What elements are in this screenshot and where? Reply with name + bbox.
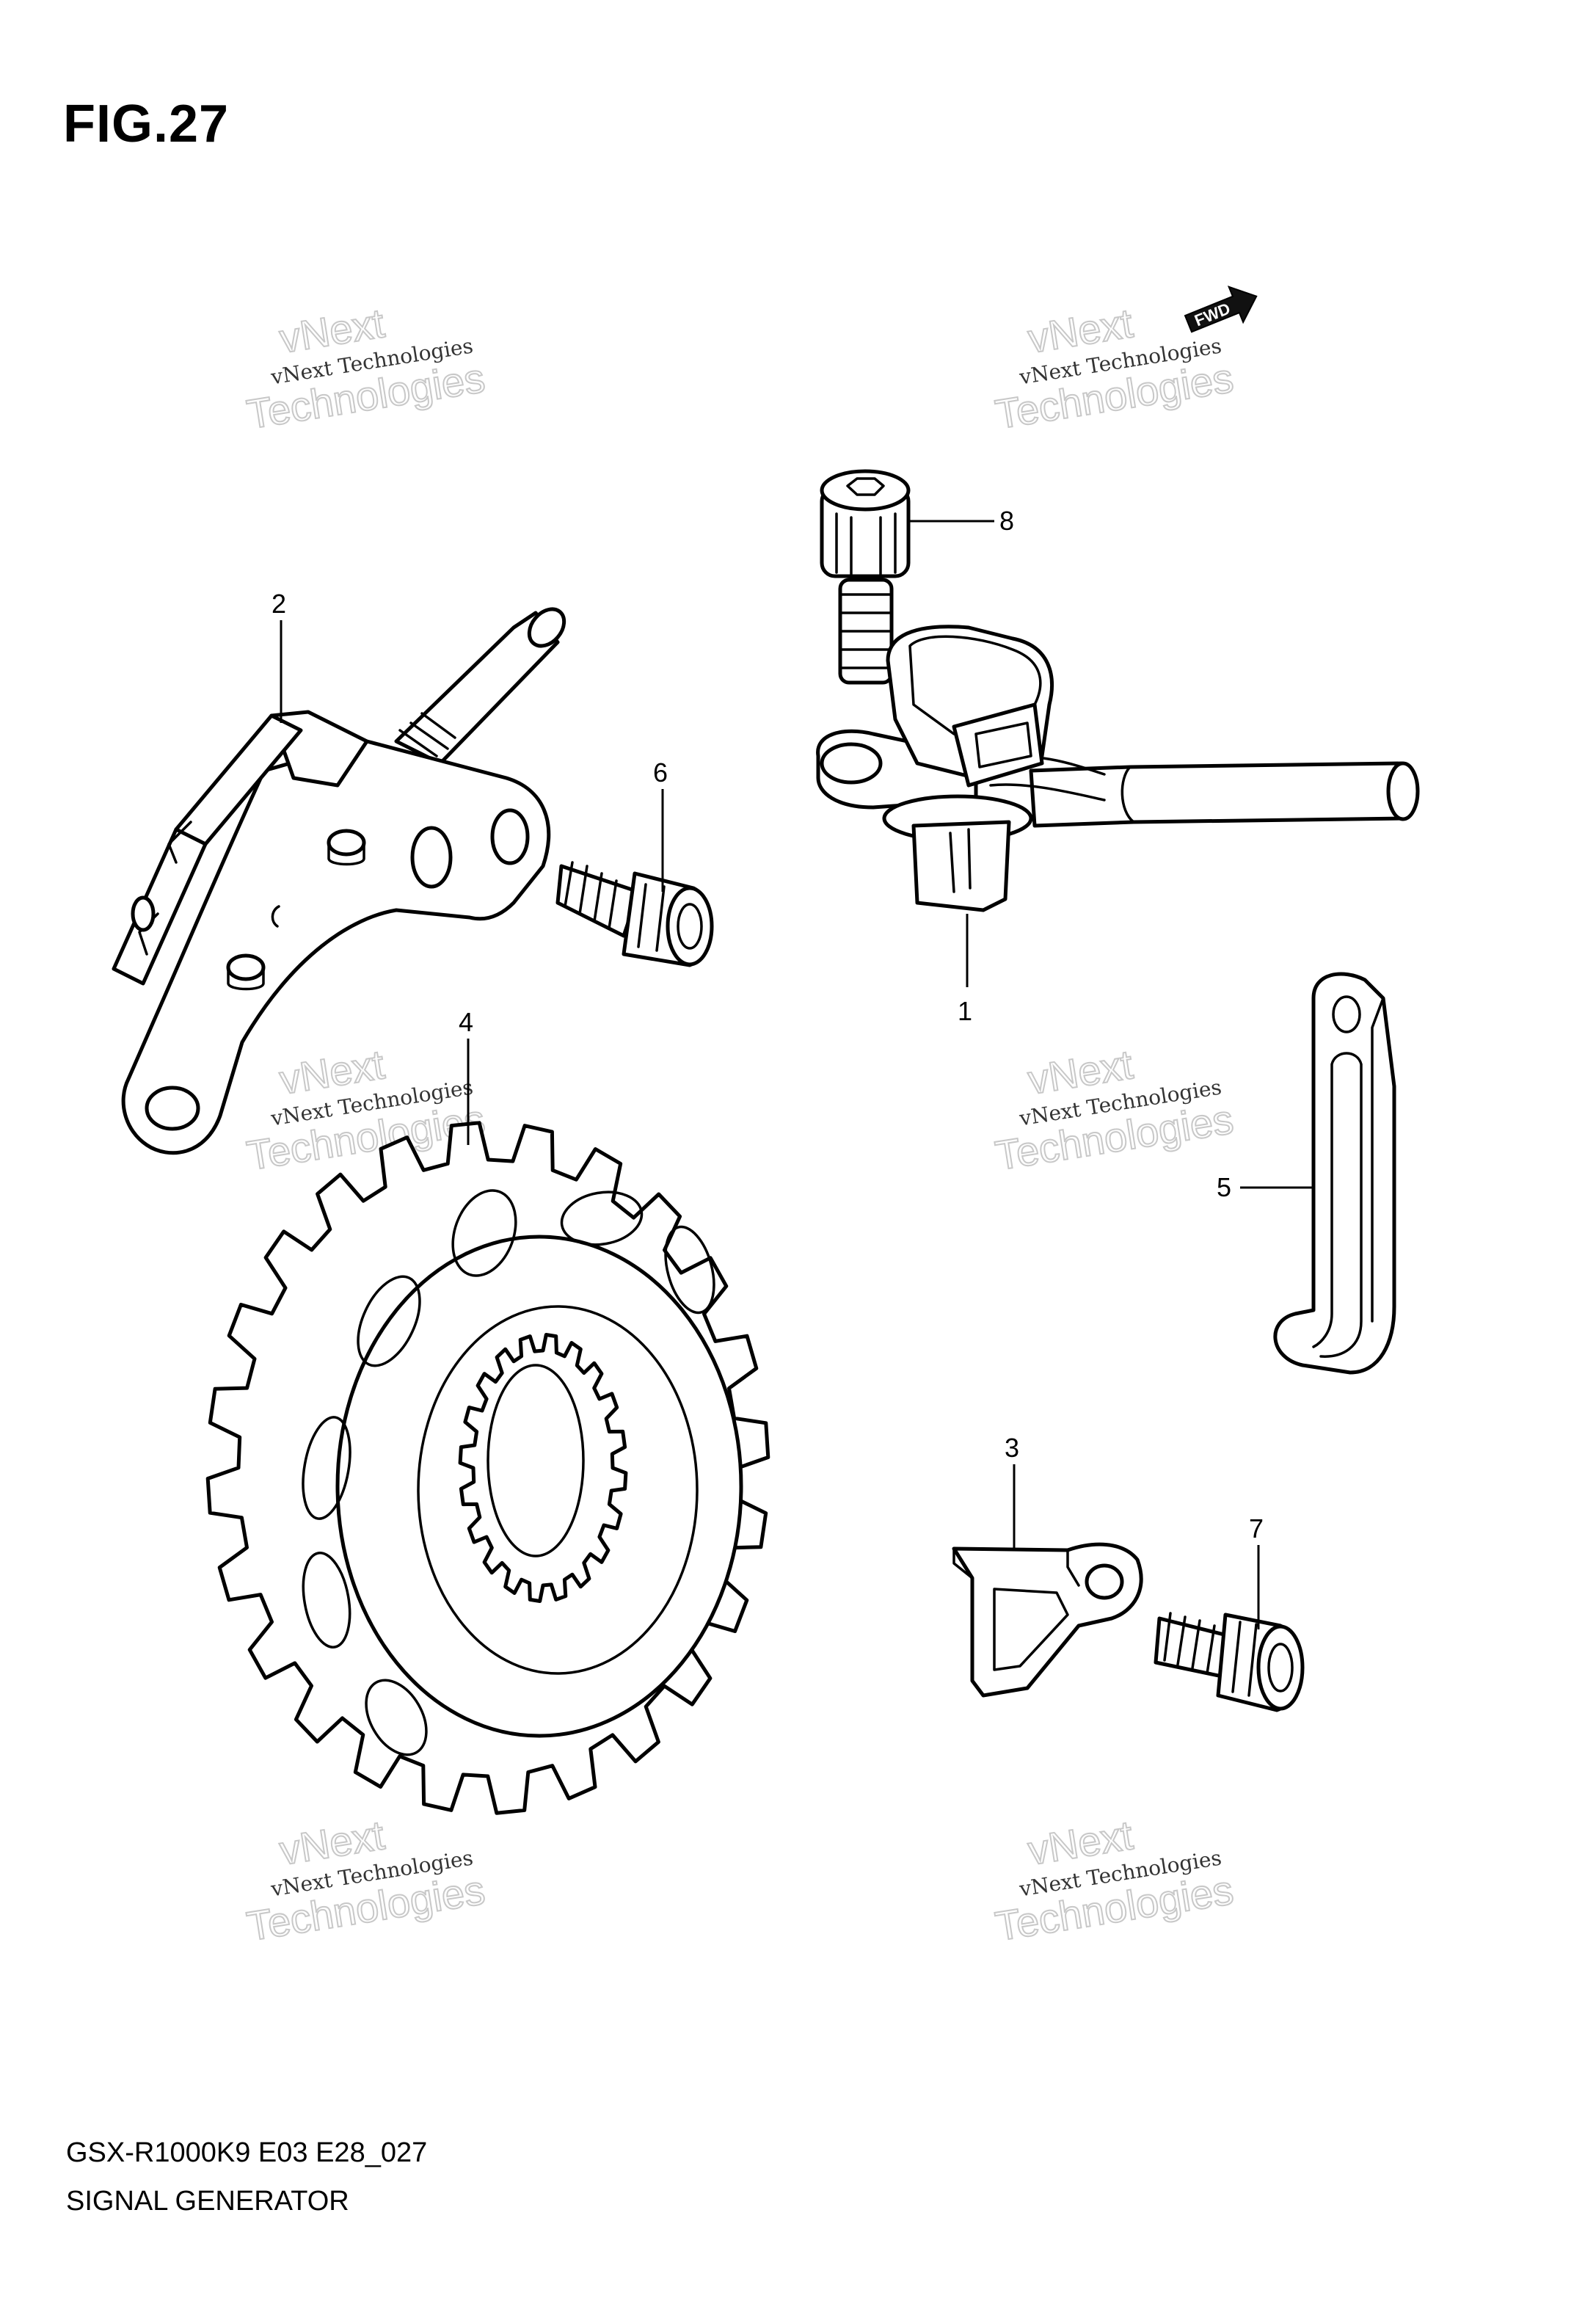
bolt-icon [1154,1612,1305,1712]
callout-4: 4 [459,1007,473,1037]
part-7-bolt [1154,1612,1305,1712]
watermark: vNext vNext Technologies Technologies [243,299,489,438]
callout-6: 6 [653,757,668,788]
part-8-bolt [820,469,911,685]
callout-8: 8 [999,506,1014,536]
watermark: vNext vNext Technologies Technologies [991,1811,1237,1950]
sensor-bracket-icon [112,607,566,1155]
signal-rotor-sprocket-icon [205,1121,770,1815]
forward-label: FWD [1192,299,1233,330]
diagram-title: SIGNAL GENERATOR [66,2186,349,2217]
model-code: GSX-R1000K9 E03 E28_027 [66,2137,428,2168]
callout-7: 7 [1249,1513,1264,1544]
bolt-icon [555,861,714,967]
part-4-signal-rotor [205,1121,770,1815]
clamp-plate-icon [952,1542,1143,1698]
part-2-sensor-bracket [112,607,566,1155]
watermark: vNext vNext Technologies Technologies [243,1811,489,1950]
wire-guide-icon [1273,972,1396,1375]
forward-arrow-icon [1184,286,1258,333]
callout-5: 5 [1217,1172,1231,1202]
callout-3: 3 [1005,1433,1019,1463]
watermark: vNext vNext Technologies Technologies [991,299,1237,438]
bolt-icon [820,469,911,685]
callout-2: 2 [272,589,286,619]
part-5-wire-guide [1273,972,1396,1375]
signal-generator-sensor-icon [816,625,1420,912]
callouts: 8 1 2 6 4 5 3 7 [272,506,1313,1629]
part-6-bolt [555,861,714,967]
part-3-clamp-plate [952,1542,1143,1698]
figure-number: FIG.27 [63,95,230,153]
callout-1: 1 [958,996,972,1026]
forward-direction-badge: FWD [1184,286,1258,333]
part-1-signal-generator [816,625,1420,912]
watermark: vNext vNext Technologies Technologies [991,1040,1237,1179]
